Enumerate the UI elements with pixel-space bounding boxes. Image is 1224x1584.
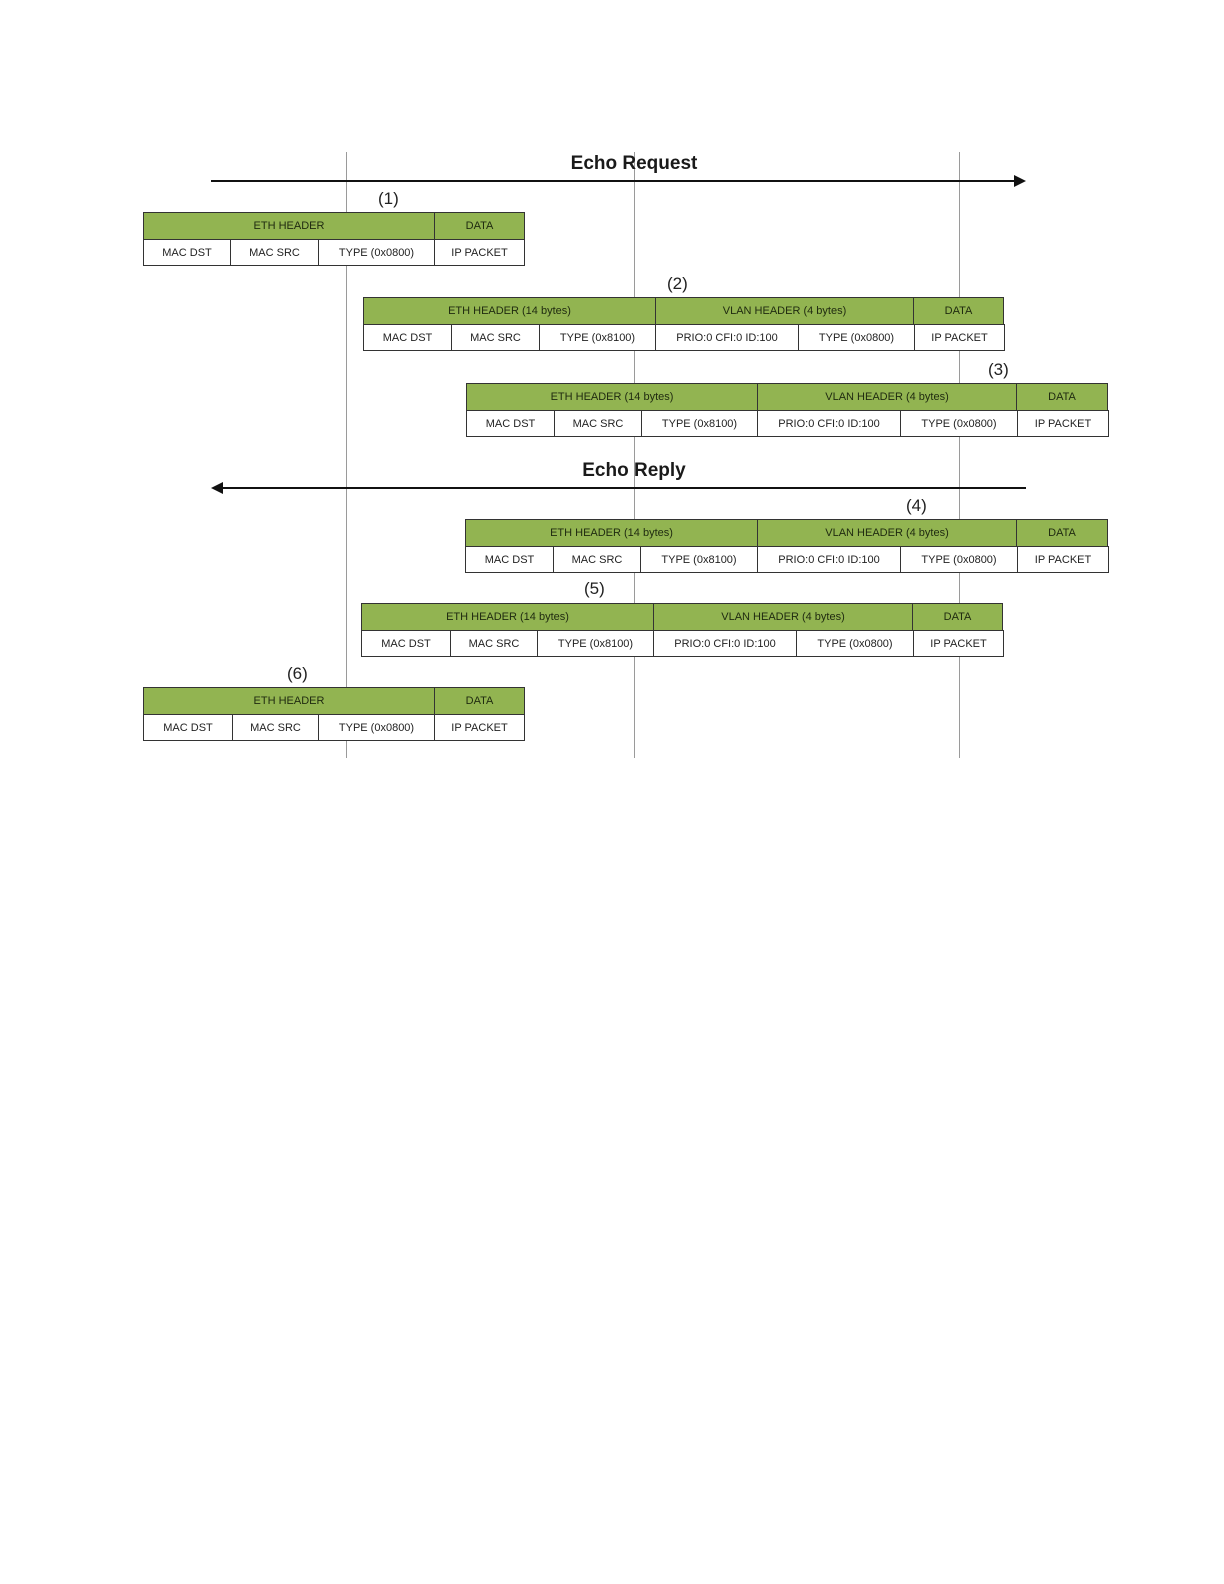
mac-src-cell: MAC SRC: [230, 239, 319, 266]
echo-reply-arrowhead: [211, 482, 223, 494]
mac-dst-cell: MAC DST: [466, 410, 555, 437]
step-label-3: (3): [988, 360, 1009, 379]
eth-header-cell: ETH HEADER (14 bytes): [361, 603, 654, 631]
ip-packet-cell: IP PACKET: [913, 630, 1004, 657]
ip-packet-cell: IP PACKET: [434, 239, 525, 266]
frame-1: ETH HEADER DATA MAC DST MAC SRC TYPE (0x…: [143, 212, 525, 266]
mac-dst-cell: MAC DST: [465, 546, 554, 573]
mac-dst-cell: MAC DST: [143, 239, 231, 266]
frame-6: ETH HEADER DATA MAC DST MAC SRC TYPE (0x…: [143, 687, 525, 741]
ethertype-cell: TYPE (0x8100): [640, 546, 758, 573]
data-header-cell: DATA: [434, 212, 525, 240]
mac-src-cell: MAC SRC: [232, 714, 319, 741]
data-header-cell: DATA: [913, 297, 1004, 325]
mac-dst-cell: MAC DST: [363, 324, 452, 351]
ip-packet-cell: IP PACKET: [434, 714, 525, 741]
echo-reply-arrow: [223, 487, 1026, 489]
eth-header-cell: ETH HEADER (14 bytes): [466, 383, 758, 411]
step-label-1: (1): [378, 189, 399, 208]
ethertype-cell: TYPE (0x0800): [318, 714, 435, 741]
echo-request-arrow: [211, 180, 1015, 182]
ethertype-cell: TYPE (0x8100): [539, 324, 656, 351]
ethertype-cell: TYPE (0x8100): [537, 630, 654, 657]
vlan-tag-cell: PRIO:0 CFI:0 ID:100: [653, 630, 797, 657]
mac-src-cell: MAC SRC: [450, 630, 538, 657]
vlan-echo-diagram: Echo Request Echo Reply (1) (2) (3) (4) …: [143, 152, 1109, 758]
ethertype-cell: TYPE (0x0800): [318, 239, 435, 266]
mac-dst-cell: MAC DST: [143, 714, 233, 741]
timeline-line-left: [346, 152, 347, 758]
timeline-line-right: [959, 152, 960, 758]
mac-dst-cell: MAC DST: [361, 630, 451, 657]
vlan-header-cell: VLAN HEADER (4 bytes): [757, 519, 1017, 547]
vlan-header-cell: VLAN HEADER (4 bytes): [653, 603, 913, 631]
data-header-cell: DATA: [1016, 383, 1108, 411]
mac-src-cell: MAC SRC: [554, 410, 642, 437]
vlan-tag-cell: PRIO:0 CFI:0 ID:100: [757, 410, 901, 437]
data-header-cell: DATA: [1016, 519, 1108, 547]
vlan-tag-cell: PRIO:0 CFI:0 ID:100: [757, 546, 901, 573]
mac-src-cell: MAC SRC: [451, 324, 540, 351]
ethertype-inner-cell: TYPE (0x0800): [900, 546, 1018, 573]
frame-2: ETH HEADER (14 bytes) VLAN HEADER (4 byt…: [363, 297, 1005, 351]
echo-request-label: Echo Request: [570, 153, 698, 174]
ethertype-inner-cell: TYPE (0x0800): [900, 410, 1018, 437]
step-label-2: (2): [667, 274, 688, 293]
data-header-cell: DATA: [434, 687, 525, 715]
vlan-header-cell: VLAN HEADER (4 bytes): [757, 383, 1017, 411]
ip-packet-cell: IP PACKET: [1017, 410, 1109, 437]
step-label-4: (4): [906, 496, 927, 515]
eth-header-cell: ETH HEADER: [143, 212, 435, 240]
ip-packet-cell: IP PACKET: [914, 324, 1005, 351]
echo-request-arrowhead: [1014, 175, 1026, 187]
ethertype-inner-cell: TYPE (0x0800): [796, 630, 914, 657]
timeline-line-middle: [634, 152, 635, 758]
eth-header-cell: ETH HEADER: [143, 687, 435, 715]
echo-reply-label: Echo Reply: [582, 460, 686, 481]
data-header-cell: DATA: [912, 603, 1003, 631]
ethertype-inner-cell: TYPE (0x0800): [798, 324, 915, 351]
eth-header-cell: ETH HEADER (14 bytes): [363, 297, 656, 325]
step-label-6: (6): [287, 664, 308, 683]
ip-packet-cell: IP PACKET: [1017, 546, 1109, 573]
step-label-5: (5): [584, 579, 605, 598]
vlan-tag-cell: PRIO:0 CFI:0 ID:100: [655, 324, 799, 351]
eth-header-cell: ETH HEADER (14 bytes): [465, 519, 758, 547]
mac-src-cell: MAC SRC: [553, 546, 641, 573]
frame-3: ETH HEADER (14 bytes) VLAN HEADER (4 byt…: [466, 383, 1109, 437]
frame-4: ETH HEADER (14 bytes) VLAN HEADER (4 byt…: [465, 519, 1109, 573]
ethertype-cell: TYPE (0x8100): [641, 410, 758, 437]
vlan-header-cell: VLAN HEADER (4 bytes): [655, 297, 914, 325]
frame-5: ETH HEADER (14 bytes) VLAN HEADER (4 byt…: [361, 603, 1004, 657]
